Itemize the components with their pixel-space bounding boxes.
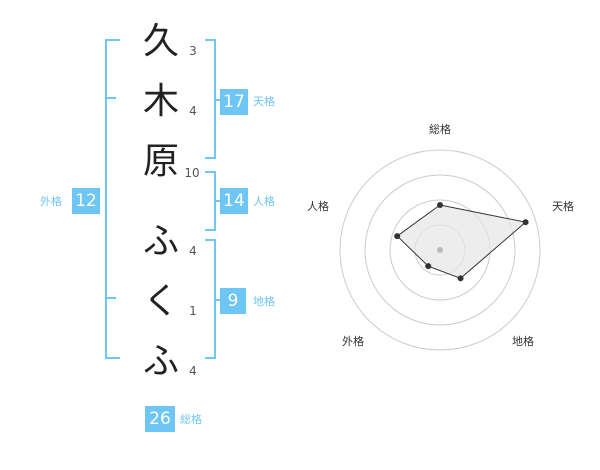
radar-point-3 <box>457 275 464 282</box>
radar-center <box>437 247 443 253</box>
stroke-count-1: 3 <box>189 44 197 58</box>
stroke-count-4: 4 <box>189 244 197 258</box>
name-char-5: く <box>142 281 179 322</box>
jinkaku-label: 人格 <box>253 195 275 208</box>
radar-label-tenkaku: 天格 <box>552 200 574 213</box>
gaikaku-bracket <box>105 39 120 359</box>
radar-polygon <box>396 204 527 279</box>
radar-label-jinkaku: 人格 <box>307 200 329 213</box>
radar-point-4 <box>425 263 432 270</box>
stroke-count-2: 4 <box>189 104 197 118</box>
radar-ring-1 <box>339 149 541 351</box>
radar-ring-2 <box>364 174 516 326</box>
radar-point-2 <box>522 219 529 226</box>
radar-label-chikaku: 地格 <box>512 335 534 348</box>
soukaku-label: 総格 <box>180 413 202 426</box>
soukaku-value: 26 <box>145 406 175 432</box>
chikaku-value: 9 <box>220 288 246 314</box>
jinkaku-value: 14 <box>220 188 248 214</box>
tenkaku-value: 17 <box>220 89 248 115</box>
stroke-count-5: 1 <box>189 304 197 318</box>
radar-point-1 <box>437 202 443 208</box>
gaikaku-label: 外格 <box>40 195 62 208</box>
radar-point-5 <box>394 233 401 240</box>
stroke-count-3: 10 <box>184 166 200 180</box>
radar-label-soukaku: 総格 <box>429 123 451 136</box>
name-char-3: 原 <box>142 141 179 182</box>
name-char-1: 久 <box>142 21 179 62</box>
name-char-6: ふ <box>142 341 179 382</box>
tenkaku-label: 天格 <box>253 95 275 108</box>
gaikaku-value: 12 <box>72 188 100 214</box>
name-char-2: 木 <box>142 81 179 122</box>
chikaku-label: 地格 <box>253 295 275 308</box>
name-char-4: ふ <box>142 221 179 262</box>
radar-label-gaikaku: 外格 <box>342 335 364 348</box>
stroke-count-6: 4 <box>189 364 197 378</box>
